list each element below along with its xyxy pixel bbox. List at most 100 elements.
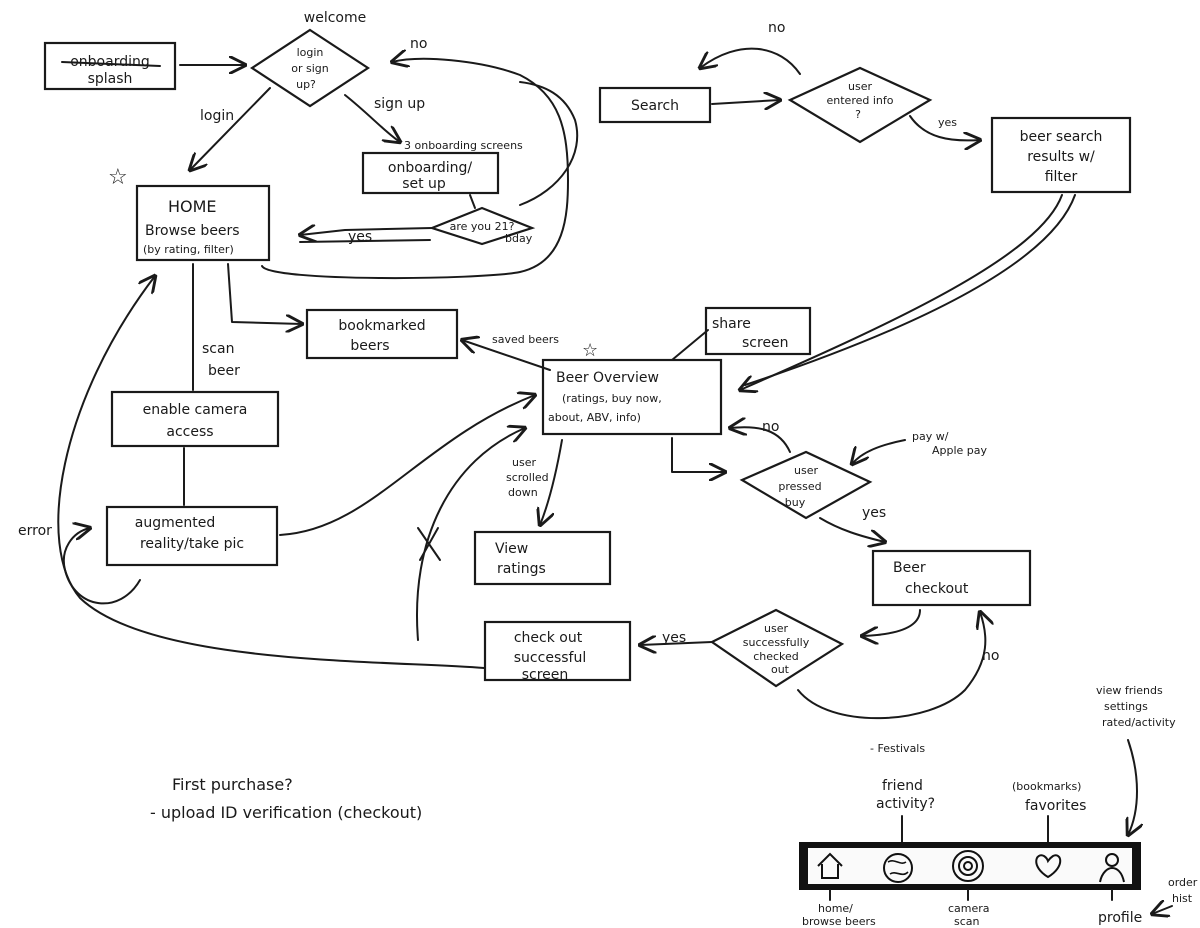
ratings-label-1: View (495, 541, 528, 557)
home-label-2: Browse beers (145, 223, 240, 239)
edge-decision-no (797, 612, 985, 720)
edge-label-yes-buy: yes (862, 505, 886, 521)
edge-overview-to-buy (671, 437, 725, 472)
camera-icon[interactable] (952, 850, 984, 882)
share-label-2: screen (742, 335, 789, 351)
splash-label-2: splash (88, 71, 133, 87)
edge-label-saved-beers: saved beers (492, 333, 559, 346)
success-screen-line-1: check out (514, 630, 583, 646)
decision-user-entered-info: user entered info ? (787, 66, 933, 144)
navbar-mockup: home/ browse beers camera scan profile (799, 842, 1142, 928)
success-decision-line-1: user (764, 622, 788, 635)
edge-overview-to-share (671, 329, 709, 361)
home-label-1: HOME (168, 197, 217, 216)
note-arrow-order (1152, 906, 1173, 914)
edge-label-pay-with: pay w/ (912, 430, 949, 443)
edge-age-no (519, 81, 579, 206)
edge-overview-to-ratings (540, 439, 563, 525)
note-festivals: - Festivals (870, 742, 925, 755)
edge-buy-yes (819, 517, 885, 542)
overview-label-3: about, ABV, info) (548, 411, 641, 424)
note-arrow-profile (1128, 739, 1137, 835)
note-view-friends: view friends (1096, 684, 1163, 697)
star-icon: ☆ (582, 340, 598, 361)
camera-label-1: enable camera (143, 402, 248, 418)
note-rated-activity: rated/activity (1102, 716, 1176, 729)
navbar-inner (808, 848, 1132, 884)
person-icon[interactable] (1099, 853, 1125, 883)
nav-label-camera: camera (948, 902, 990, 915)
ar-label-2: reality/take pic (140, 536, 244, 552)
note-favorites: favorites (1025, 798, 1086, 814)
camera-label-2: access (166, 424, 213, 440)
home-icon[interactable] (817, 852, 843, 879)
node-view-ratings: View ratings (473, 530, 612, 586)
heart-icon[interactable] (1035, 854, 1062, 879)
decision-pressed-buy: user pressed buy (739, 450, 873, 520)
login-decision-line-2: or sign (291, 62, 329, 75)
edge-label-apple-pay: Apple pay (932, 444, 988, 457)
splash-label-1: onboarding (70, 54, 150, 70)
decision-checkout-success: user successfully checked out (709, 608, 845, 688)
edge-label-beer: beer (208, 363, 240, 379)
login-decision-line-3: up? (296, 78, 316, 91)
nav-label-home: home/ (818, 902, 853, 915)
strikethrough (61, 61, 161, 67)
nav-label-scan: scan (954, 915, 980, 928)
edge-entered-yes (909, 115, 980, 140)
node-home: HOME Browse beers (by rating, filter) (135, 184, 271, 262)
edge-buy-no (730, 427, 791, 453)
cross-mark (417, 527, 441, 561)
node-beer-checkout: Beer checkout (871, 549, 1032, 607)
share-label-1: share (712, 316, 751, 332)
note-activity: activity? (876, 796, 935, 812)
edge-crossed-out (416, 428, 525, 641)
results-label-1: beer search (1020, 129, 1103, 145)
node-beer-overview: Beer Overview (ratings, buy now, about, … (541, 358, 723, 436)
node-onboarding-setup: onboarding/ set up (361, 151, 500, 195)
edge-label-3-screens: 3 onboarding screens (404, 139, 523, 152)
edge-results-to-overview-double (744, 194, 1076, 386)
edge-label-sign-up: sign up (374, 96, 425, 112)
success-screen-line-3: screen (522, 667, 569, 683)
entered-decision-line-3: ? (855, 108, 861, 121)
edge-decision-yes (640, 642, 713, 645)
nav-label-ticks (829, 889, 1113, 901)
ratings-label-2: ratings (497, 561, 546, 577)
edge-label-bday: bday (505, 232, 533, 245)
overview-label-1: Beer Overview (556, 370, 659, 386)
edge-label-no-checkout: no (982, 648, 999, 664)
entered-decision-line-2: entered info (827, 94, 894, 107)
bookmarked-label-1: bookmarked (338, 318, 425, 334)
edge-onboarding-to-age (469, 194, 476, 209)
note-hist: hist (1172, 892, 1193, 905)
globe-icon[interactable] (883, 853, 913, 883)
success-decision-line-2: successfully (743, 636, 810, 649)
success-decision-line-3: checked (753, 650, 799, 663)
nav-label-browse: browse beers (802, 915, 876, 928)
overview-label-2: (ratings, buy now, (562, 392, 662, 405)
node-search: Search (598, 86, 712, 124)
star-icon: ☆ (108, 165, 128, 190)
edge-label-yes-success: yes (662, 630, 686, 646)
node-search-results: beer search results w/ filter (990, 116, 1132, 194)
decision-age-check: are you 21? (428, 206, 536, 246)
edge-label-scan: scan (202, 341, 234, 357)
decision-login-or-signup: login or sign up? (249, 28, 371, 108)
note-first-purchase: First purchase? (172, 775, 293, 794)
edges (57, 47, 1076, 720)
edge-age-yes-double (299, 239, 431, 243)
edge-apple-pay (852, 439, 906, 464)
node-share-screen: share screen (704, 306, 812, 356)
node-enable-camera: enable camera access (110, 390, 280, 448)
edge-no-loop-to-login (261, 59, 569, 280)
edge-checkout-to-decision (862, 609, 921, 636)
note-order: order (1168, 876, 1198, 889)
onboarding-label-1: onboarding/ (388, 160, 473, 176)
edge-ar-to-overview (279, 395, 535, 536)
edge-login-to-home (190, 87, 271, 170)
node-augmented-reality: augmented reality/take pic (105, 505, 279, 567)
buy-decision-line-1: user (794, 464, 818, 477)
node-checkout-success-screen: check out successful screen (483, 620, 632, 683)
results-label-2: results w/ (1027, 149, 1095, 165)
